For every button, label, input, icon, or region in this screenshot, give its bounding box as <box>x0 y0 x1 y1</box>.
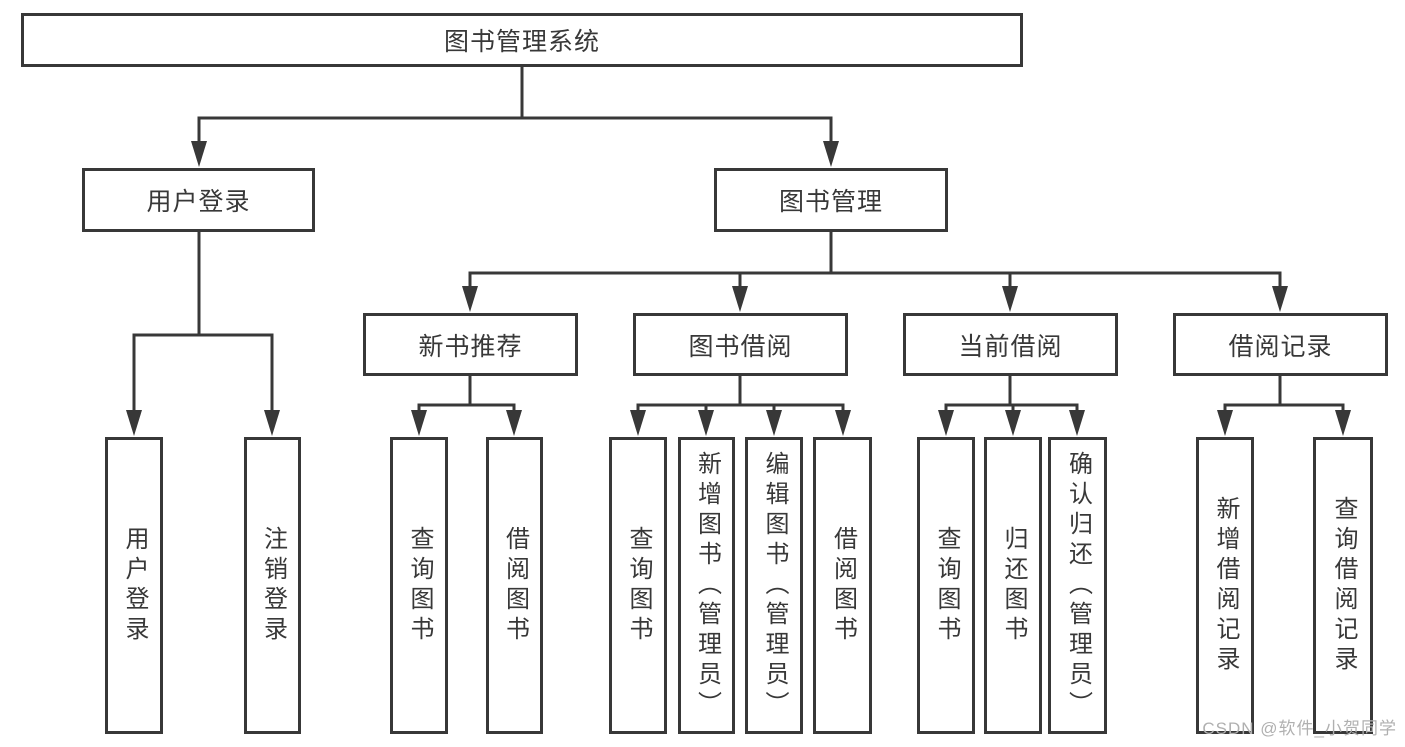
node-new-book-recommend: 新书推荐 <box>363 313 578 376</box>
node-label: 借阅图书 <box>829 525 857 646</box>
node-label: 查询借阅记录 <box>1330 495 1357 676</box>
node-book-management: 图书管理 <box>714 168 948 232</box>
node-label: 编辑图书（管理员） <box>761 450 788 721</box>
node-label: 借阅图书 <box>501 525 529 646</box>
node-library-system: 图书管理系统 <box>21 13 1023 67</box>
csdn-watermark: CSDN @软件_小贺同学 <box>1202 719 1397 738</box>
leaf-query-book-borrowing: 查询图书 <box>609 437 667 734</box>
leaf-confirm-return-admin: 确认归还（管理员） <box>1048 437 1107 734</box>
node-book-borrowing: 图书借阅 <box>633 313 848 376</box>
arrowheads <box>126 141 1351 436</box>
node-user-login: 用户登录 <box>82 168 315 232</box>
node-label: 确认归还（管理员） <box>1064 450 1092 721</box>
node-label: 新增借阅记录 <box>1212 495 1239 676</box>
node-label: 图书管理 <box>778 188 883 216</box>
leaf-add-book-admin: 新增图书（管理员） <box>678 437 735 734</box>
leaf-add-borrow-record: 新增借阅记录 <box>1196 437 1254 734</box>
leaf-logout: 注销登录 <box>244 437 301 734</box>
leaf-user-login: 用户登录 <box>105 437 163 734</box>
node-label: 注销登录 <box>259 525 287 646</box>
leaf-borrow-book-recommend: 借阅图书 <box>486 437 543 734</box>
leaf-query-book-recommend: 查询图书 <box>390 437 448 734</box>
node-label: 归还图书 <box>1000 525 1027 646</box>
node-label: 用户登录 <box>121 525 148 646</box>
node-label: 查询图书 <box>625 525 652 646</box>
node-label: 借阅记录 <box>1228 332 1333 361</box>
node-label: 查询图书 <box>406 525 433 646</box>
node-label: 用户登录 <box>146 188 251 216</box>
node-label: 新增图书（管理员） <box>693 450 721 721</box>
node-label: 当前借阅 <box>958 332 1063 361</box>
leaf-query-book-current: 查询图书 <box>917 437 975 734</box>
node-current-borrowing: 当前借阅 <box>903 313 1118 376</box>
leaf-edit-book-admin: 编辑图书（管理员） <box>745 437 803 734</box>
leaf-query-borrow-record: 查询借阅记录 <box>1313 437 1373 734</box>
node-label: 查询图书 <box>933 525 960 646</box>
node-label: 图书借阅 <box>688 332 793 361</box>
node-label: 新书推荐 <box>418 332 523 361</box>
node-borrowing-records: 借阅记录 <box>1173 313 1388 376</box>
leaf-borrow-book: 借阅图书 <box>813 437 872 734</box>
leaf-return-book: 归还图书 <box>984 437 1042 734</box>
node-label: 图书管理系统 <box>443 28 600 56</box>
